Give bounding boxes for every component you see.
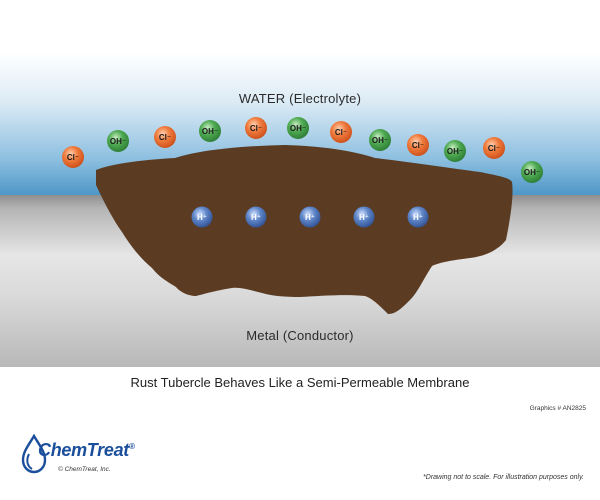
hydroxide-ion: OH⁻: [107, 130, 129, 152]
hydroxide-ion-label: OH⁻: [290, 124, 306, 133]
hydroxide-ion: OH⁻: [369, 129, 391, 151]
hydroxide-ion-label: OH⁻: [447, 147, 463, 156]
graphics-id: Graphics # AN2825: [529, 405, 586, 412]
disclaimer: *Drawing not to scale. For illustration …: [423, 474, 584, 481]
chloride-ion-ball: [62, 146, 84, 168]
chloride-ion-label: Cl⁻: [250, 124, 262, 133]
hydroxide-ion-label: OH⁻: [372, 136, 388, 145]
logo-wordmark: ChemTreat®: [38, 440, 135, 461]
logo-trademark: ®: [129, 442, 135, 451]
hydroxide-ion-label: OH⁻: [110, 137, 126, 146]
chloride-ion-ball: [407, 134, 429, 156]
hydrogen-ion: H⁺: [191, 206, 213, 228]
hydrogen-ion-ball: [191, 206, 213, 228]
chloride-ion-ball: [330, 121, 352, 143]
hydroxide-ion-label: OH⁻: [202, 127, 218, 136]
chloride-ion: Cl⁻: [245, 117, 267, 139]
water-label: WATER (Electrolyte): [238, 91, 362, 106]
hydroxide-ion: OH⁻: [444, 140, 466, 162]
hydroxide-ion-ball: [521, 161, 543, 183]
hydroxide-ion-ball: [369, 129, 391, 151]
water-drop-icon: [21, 433, 47, 474]
chloride-ion-label: Cl⁻: [159, 133, 171, 142]
hydroxide-ion-ball: [444, 140, 466, 162]
hydroxide-ion: OH⁻: [287, 117, 309, 139]
hydroxide-ion: OH⁻: [521, 161, 543, 183]
rust-tubercle: [96, 145, 513, 314]
hydrogen-ion-label: H⁺: [359, 213, 369, 222]
chloride-ion: Cl⁻: [483, 137, 505, 159]
chloride-ion-ball: [483, 137, 505, 159]
hydrogen-ion-ball: [353, 206, 375, 228]
hydroxide-ion: OH⁻: [199, 120, 221, 142]
hydroxide-ion-ball: [199, 120, 221, 142]
chloride-ion: Cl⁻: [407, 134, 429, 156]
chloride-ion-ball: [154, 126, 176, 148]
hydroxide-ion-ball: [287, 117, 309, 139]
hydrogen-ion-label: H⁺: [251, 213, 261, 222]
hydrogen-ion: H⁺: [407, 206, 429, 228]
hydrogen-ion-ball: [407, 206, 429, 228]
chloride-ion-label: Cl⁻: [412, 141, 424, 150]
chloride-ion: Cl⁻: [154, 126, 176, 148]
hydrogen-ion-ball: [245, 206, 267, 228]
hydrogen-ion-label: H⁺: [413, 213, 423, 222]
chemtreat-logo: [21, 433, 47, 474]
hydrogen-ion: H⁺: [245, 206, 267, 228]
chloride-ion: Cl⁻: [62, 146, 84, 168]
diagram-caption: Rust Tubercle Behaves Like a Semi-Permea…: [130, 375, 470, 390]
chloride-ion-label: Cl⁻: [67, 153, 79, 162]
chloride-ion-ball: [245, 117, 267, 139]
hydrogen-ion: H⁺: [299, 206, 321, 228]
hydroxide-ion-ball: [107, 130, 129, 152]
hydroxide-ion-label: OH⁻: [524, 168, 540, 177]
logo-copyright: © ChemTreat, Inc.: [58, 466, 111, 473]
chloride-ion-label: Cl⁻: [335, 128, 347, 137]
logo-name: ChemTreat: [38, 440, 130, 460]
hydrogen-ion-label: H⁺: [305, 213, 315, 222]
hydrogen-ion: H⁺: [353, 206, 375, 228]
metal-label: Metal (Conductor): [246, 328, 354, 343]
chloride-ion-label: Cl⁻: [488, 144, 500, 153]
hydrogen-ion-label: H⁺: [197, 213, 207, 222]
chloride-ion: Cl⁻: [330, 121, 352, 143]
hydrogen-ion-ball: [299, 206, 321, 228]
